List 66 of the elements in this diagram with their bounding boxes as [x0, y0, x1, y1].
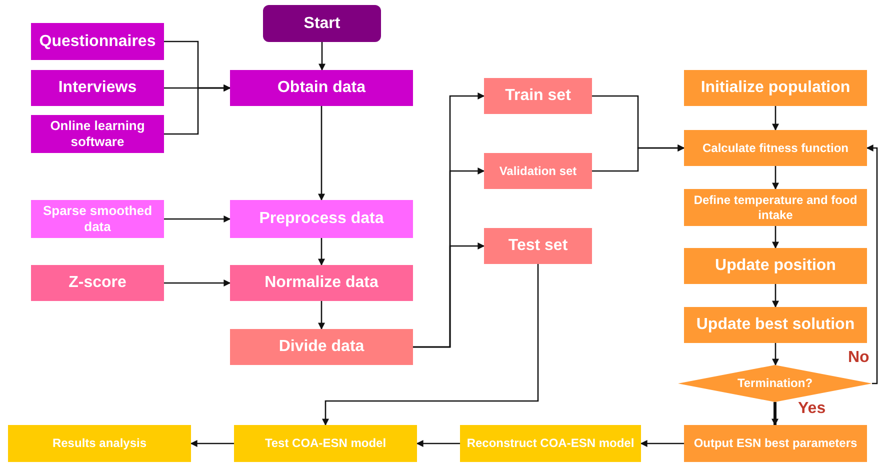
arrow [318, 42, 326, 71]
arrow [164, 280, 231, 286]
node-label: Test set [508, 236, 568, 256]
arrow [318, 301, 325, 330]
node-label: Update best solution [696, 315, 855, 335]
node-label: Train set [505, 86, 571, 106]
process-box [684, 248, 867, 284]
arrow [416, 440, 460, 447]
process-box [31, 200, 164, 238]
arrow [772, 106, 779, 131]
process-box [230, 265, 413, 301]
process-box [684, 189, 867, 226]
process-box [684, 307, 867, 343]
process-box [234, 425, 417, 462]
process-box [31, 265, 164, 301]
process-box [684, 70, 867, 106]
arrow [164, 84, 231, 135]
node-label: Preprocess data [259, 209, 384, 229]
decision-diamond [678, 365, 872, 402]
arrow [592, 144, 685, 172]
arrow [318, 238, 325, 266]
arrow [772, 226, 779, 249]
arrow [190, 440, 234, 447]
arrow [413, 242, 485, 348]
node-label: Test COA-ESN model [264, 436, 386, 451]
node-label: Termination? [737, 376, 813, 391]
node-label: Calculate fitness function [702, 140, 849, 156]
node-label: Sparse smoothed data [42, 202, 154, 236]
process-box [684, 130, 867, 166]
process-box [230, 200, 413, 238]
arrow [772, 402, 778, 426]
arrow [164, 216, 231, 222]
arrow [318, 106, 325, 201]
node-label: Validation set [499, 164, 577, 178]
start-box [263, 5, 381, 42]
node-label: Divide data [278, 337, 364, 357]
node-label: Interviews [58, 78, 137, 98]
node-label: Online learning software [49, 118, 146, 150]
arrow [322, 264, 539, 426]
arrow [772, 343, 779, 366]
process-box [8, 425, 191, 462]
node-label: Obtain data [277, 78, 366, 98]
node-label: Z-score [68, 273, 126, 293]
arrow [772, 284, 779, 308]
process-box [484, 228, 592, 264]
node-label: Results analysis [52, 436, 147, 451]
node-label: Questionnaires [39, 32, 156, 52]
node-label: Start [304, 14, 340, 34]
process-box [31, 115, 164, 153]
node-label: Initialize population [700, 78, 850, 98]
node-label: Normalize data [264, 273, 378, 293]
arrow [772, 166, 779, 190]
process-box [31, 70, 164, 106]
process-box [684, 425, 867, 462]
process-box [484, 78, 592, 114]
arrow [866, 144, 878, 384]
arrow [640, 440, 684, 447]
node-label: Define temperature and food intake [692, 192, 858, 222]
node-label: Update position [715, 256, 836, 276]
process-box [460, 425, 641, 462]
node-label: Reconstruct COA-ESN model [466, 436, 634, 451]
process-box [31, 23, 164, 60]
process-box [230, 70, 413, 106]
process-box [484, 153, 592, 189]
process-box [230, 329, 413, 365]
node-label: Output ESN best parameters [694, 436, 858, 451]
